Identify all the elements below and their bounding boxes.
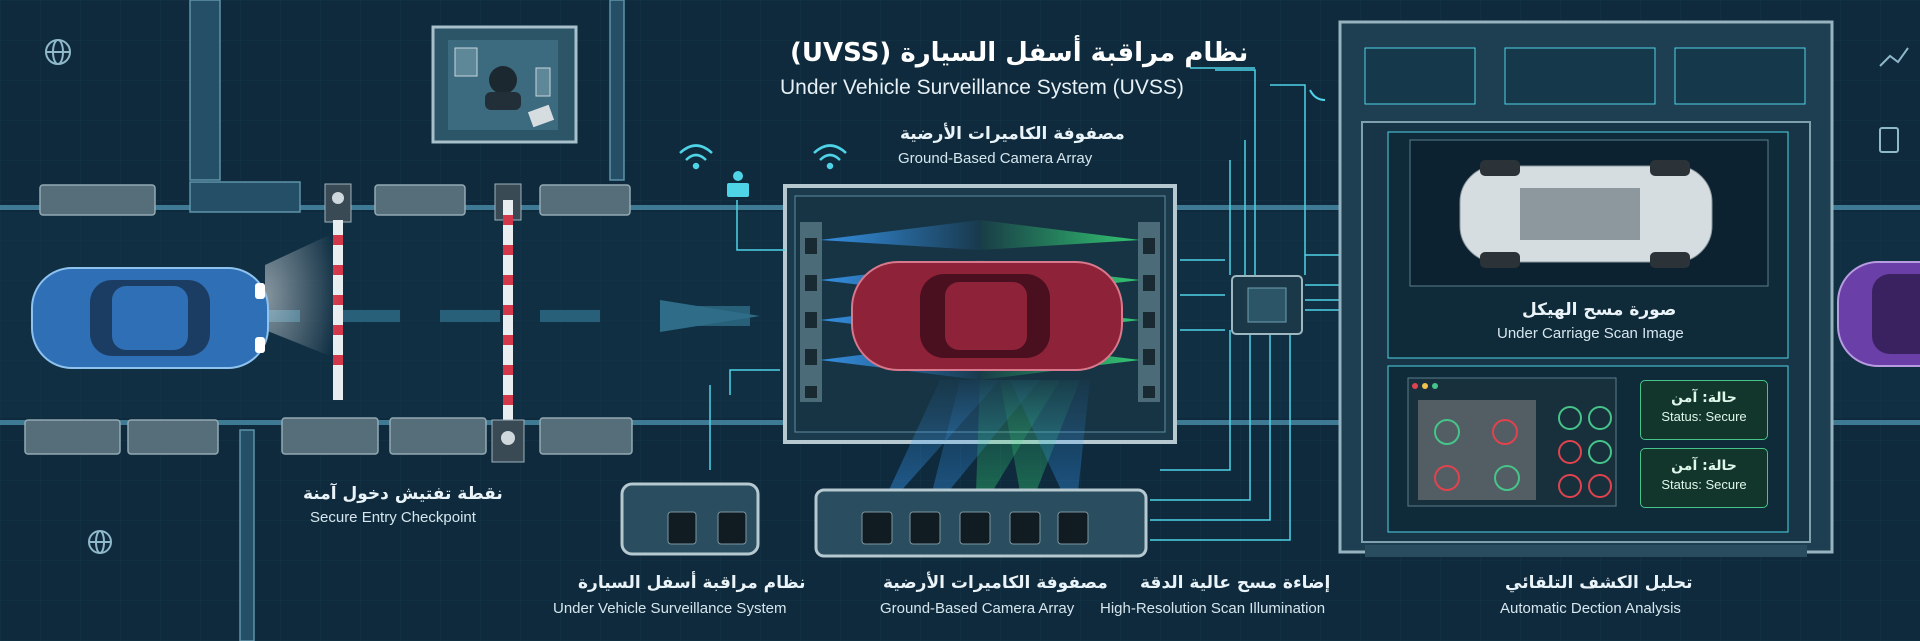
camera-icon	[727, 171, 749, 197]
scan-bay	[783, 184, 1177, 520]
purple-car	[1837, 261, 1920, 367]
status-english: Status: Secure	[1661, 477, 1747, 492]
wifi-icon	[679, 144, 713, 170]
chart-icon	[1879, 47, 1909, 67]
scan-image-arabic: صورة مسح الهيكل	[1522, 300, 1677, 320]
detection-english: Automatic Dection Analysis	[1500, 600, 1681, 617]
camera-array-top-arabic: مصفوفة الكاميرات الأرضية	[900, 124, 1125, 144]
processing-chip	[709, 69, 1400, 541]
checkpoint-english: Secure Entry Checkpoint	[310, 509, 476, 526]
clipboard-icon	[1879, 127, 1899, 153]
concrete-barriers	[24, 184, 633, 455]
camera-array-bottom-arabic: مصفوفة الكاميرات الأرضية	[883, 573, 1108, 593]
globe-icon	[88, 530, 112, 554]
phone-icon	[1309, 89, 1326, 101]
camera-array-bottom-english: Ground-Based Camera Array	[880, 600, 1075, 617]
wifi-icon	[813, 144, 847, 170]
title-english: Under Vehicle Surveillance System (UVSS)	[780, 76, 1184, 99]
person-icon	[489, 66, 517, 94]
scan-image-english: Under Carriage Scan Image	[1497, 325, 1684, 342]
status-english: Status: Secure	[1661, 409, 1747, 424]
status-badge: حالة: آمن Status: Secure	[1640, 448, 1768, 508]
globe-icon	[45, 39, 71, 65]
bottom-camera-array	[620, 482, 1148, 558]
uvss-unit-english: Under Vehicle Surveillance System	[553, 600, 787, 617]
title-arabic: نظام مراقبة أسفل السيارة (UVSS)	[790, 38, 1249, 68]
guard-booth	[431, 25, 578, 144]
uvss-unit-arabic: نظام مراقبة أسفل السيارة	[578, 573, 806, 593]
status-arabic: حالة: آمن	[1671, 390, 1737, 406]
blue-car	[31, 230, 340, 369]
checkpoint-walls	[189, 0, 625, 641]
status-arabic: حالة: آمن	[1671, 458, 1737, 474]
detection-arabic: تحليل الكشف التلقائي	[1505, 573, 1693, 593]
connectors	[736, 67, 1255, 251]
status-badge: حالة: آمن Status: Secure	[1640, 380, 1768, 440]
monitoring-station	[1338, 20, 1834, 557]
camera-array-top-english: Ground-Based Camera Array	[898, 150, 1093, 167]
illumination-english: High-Resolution Scan Illumination	[1100, 600, 1326, 617]
checkpoint-arabic: نقطة تفتيش دخول آمنة	[303, 484, 503, 504]
illumination-arabic: إضاءة مسح عالية الدقة	[1140, 573, 1331, 593]
